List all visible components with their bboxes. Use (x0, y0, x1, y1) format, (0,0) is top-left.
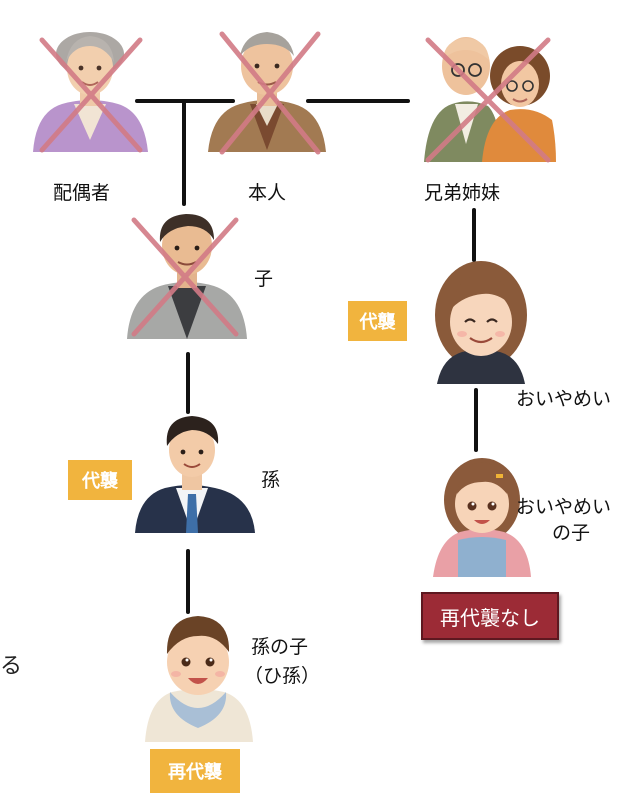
self-label: 本人 (248, 182, 287, 204)
niece-nephew-child-portrait (433, 458, 531, 577)
grandchild-portrait (135, 416, 255, 533)
niece-nephew-label: おいやめい (516, 388, 612, 410)
niece-nephew-child-label-line2: の子 (552, 522, 591, 544)
cross-mark-self (219, 31, 321, 155)
great-grandchild-re-succession-badge: 再代襲 (150, 749, 240, 793)
clipped-edge-text: る (0, 654, 23, 679)
great-grandchild-label-line1: 孫の子 (251, 636, 309, 658)
niece-nephew-child-label-line1: おいやめい (516, 496, 612, 518)
niece-nephew-succession-badge: 代襲 (348, 301, 407, 341)
cross-mark-siblings (425, 37, 551, 163)
grandchild-succession-badge: 代襲 (68, 460, 132, 500)
great-grandchild-label-line2: （ひ孫） (244, 665, 321, 687)
deceased-marks (39, 31, 551, 337)
spouse-label: 配偶者 (53, 182, 111, 204)
great-grandchild-portrait (145, 616, 253, 742)
niece-nephew-portrait (435, 261, 527, 384)
connector-lines (135, 99, 478, 614)
siblings-label: 兄弟姉妹 (424, 182, 501, 204)
grandchild-label: 孫 (261, 469, 281, 491)
cross-mark-child (131, 217, 239, 337)
no-re-succession-badge: 再代襲なし (421, 592, 559, 640)
cross-mark-spouse (39, 37, 143, 153)
child-label: 子 (254, 268, 274, 290)
